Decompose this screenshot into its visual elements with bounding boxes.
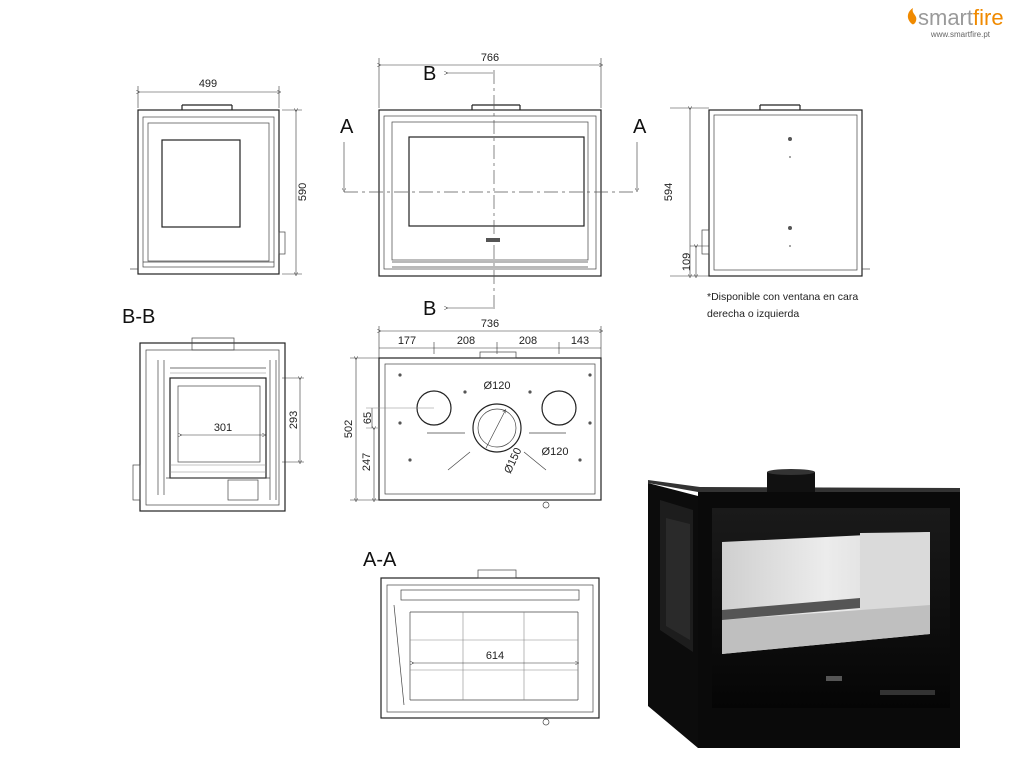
section-aa-title: A-A	[363, 549, 397, 571]
front-view: 499 590	[130, 78, 309, 274]
fireplace-photo	[648, 469, 960, 748]
top-offset-large-label: 247	[361, 453, 373, 471]
center-width-label: 766	[481, 52, 499, 64]
brand-url: www.smartfire.pt	[930, 30, 991, 39]
section-marker-a-left: A	[340, 116, 354, 138]
section-marker-b-bottom: B	[423, 298, 436, 320]
svg-text:smartfire: smartfire	[918, 5, 1004, 30]
section-marker-b-top: B	[423, 63, 436, 85]
top-offset-small-label: 65	[362, 412, 374, 424]
top-seg1-label: 177	[398, 335, 416, 347]
section-marker-a-right: A	[633, 116, 647, 138]
top-seg2-label: 208	[457, 335, 475, 347]
availability-note-line2: derecha o izquierda	[707, 308, 799, 320]
availability-note-line1: *Disponible con ventana en cara	[707, 291, 858, 303]
section-bb-view: B-B 301 293	[122, 306, 304, 512]
section-bb-height-label: 293	[288, 411, 300, 429]
center-front-view: 766 B B A A	[340, 52, 647, 320]
side-offset-label: 109	[681, 253, 693, 271]
flame-icon	[907, 8, 917, 25]
brand-name-suffix: fire	[973, 5, 1004, 30]
section-aa-view: A-A 614	[363, 549, 600, 726]
top-seg3-label: 208	[519, 335, 537, 347]
top-hole-left-label: Ø120	[484, 380, 511, 392]
front-width-label: 499	[199, 78, 217, 90]
top-hole-right-label: Ø120	[542, 446, 569, 458]
brand-name-prefix: smart	[918, 5, 973, 30]
top-seg4-label: 143	[571, 335, 589, 347]
top-depth-label: 502	[343, 420, 355, 438]
front-height-label: 590	[297, 183, 309, 201]
section-bb-width-label: 301	[214, 422, 232, 434]
top-width-label: 736	[481, 318, 499, 330]
brand-logo: smartfire www.smartfire.pt	[907, 5, 1004, 39]
section-bb-title: B-B	[122, 306, 155, 328]
side-height-label: 594	[663, 183, 675, 201]
section-aa-width-label: 614	[486, 650, 504, 662]
top-view: 736 177 208 208 143 Ø120 Ø120 Ø150	[343, 318, 601, 509]
side-view: 594 109 *Disponible con ventana en cara …	[663, 104, 870, 320]
